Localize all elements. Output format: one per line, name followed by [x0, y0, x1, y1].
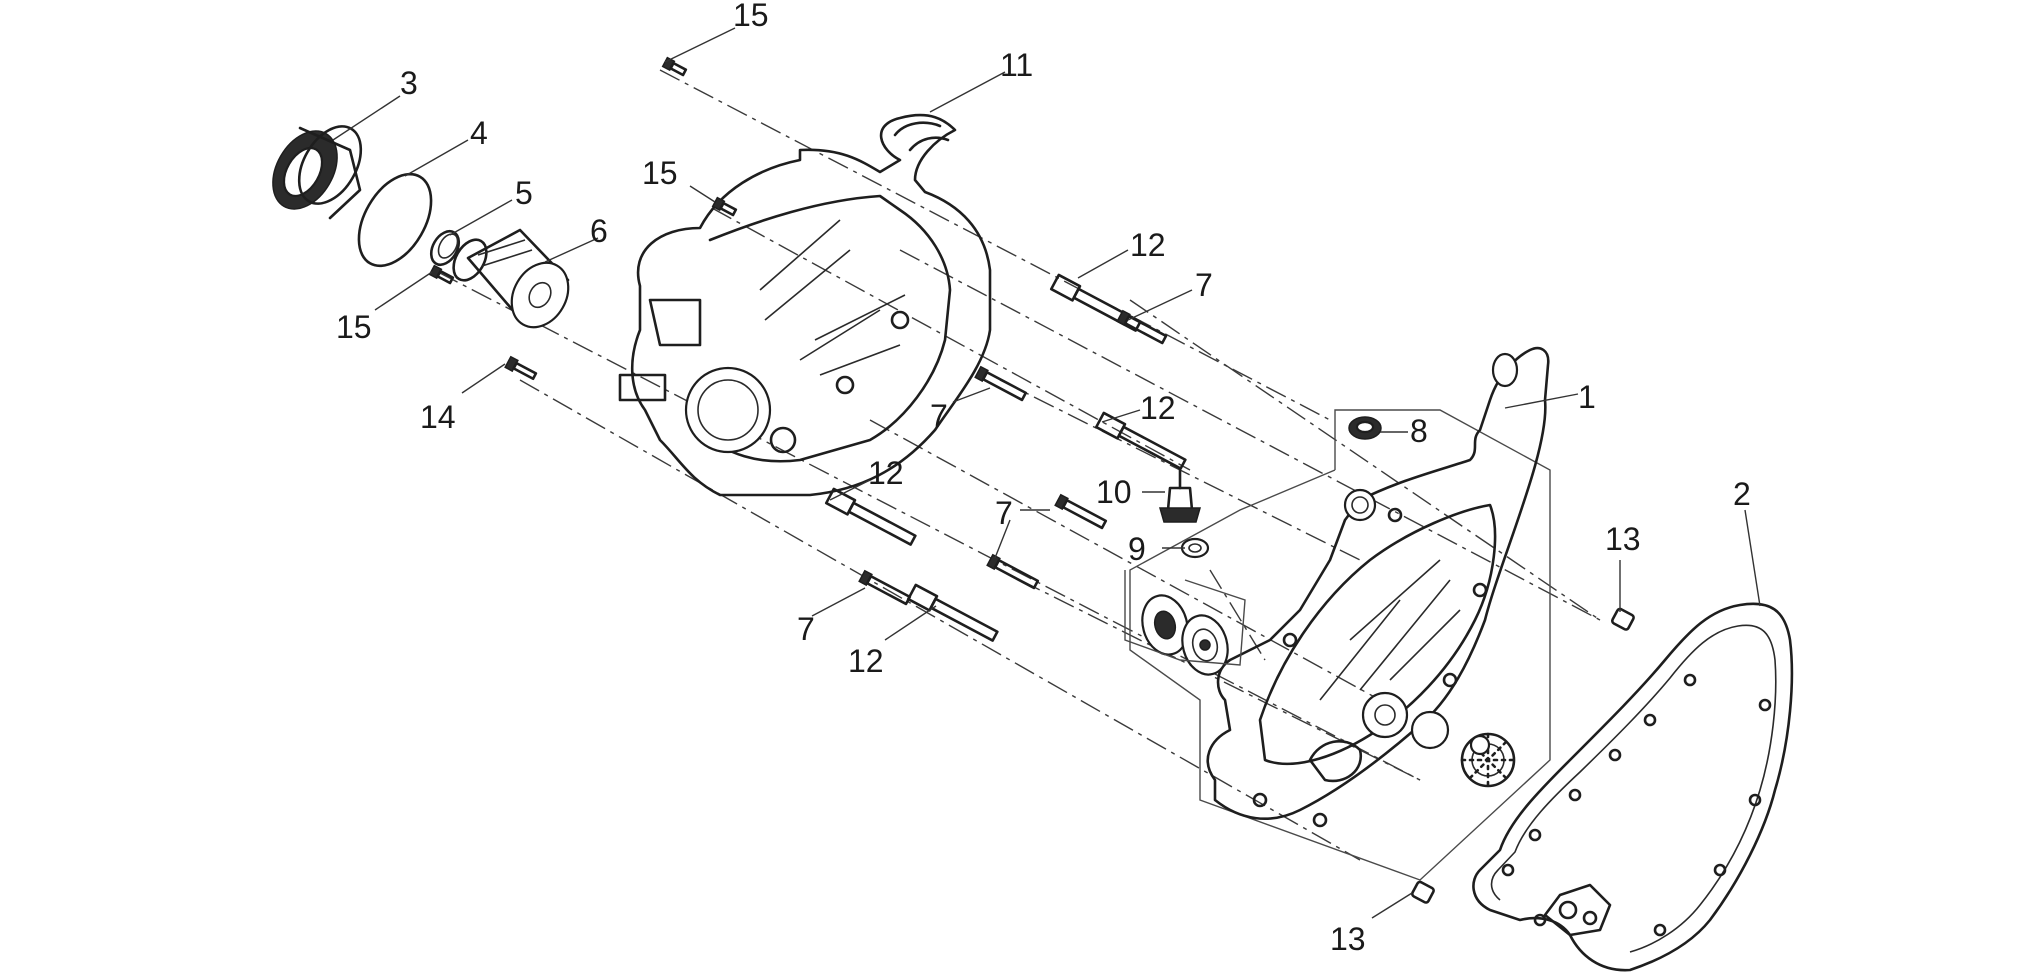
part-filter-cartridge [452, 228, 570, 329]
callout-leaders [332, 27, 1761, 919]
callout-2: 2 [1733, 476, 1751, 512]
callout-15-top: 15 [733, 0, 769, 33]
callout-labels: 1 2 3 4 5 6 7 7 7 7 8 9 10 11 12 12 12 1… [336, 0, 1751, 957]
part-o-ring [357, 172, 433, 268]
callout-7-center: 7 [995, 495, 1013, 531]
callout-15-middle: 15 [642, 155, 678, 191]
callout-7-top-right: 7 [1195, 267, 1213, 303]
part-seal-cap [272, 125, 363, 220]
callout-15-lower: 15 [336, 309, 372, 345]
part-seal-washer [1348, 416, 1382, 440]
callout-6: 6 [590, 213, 608, 249]
callout-7-lower: 7 [797, 611, 815, 647]
callout-5: 5 [515, 175, 533, 211]
callout-7-middle: 7 [930, 398, 948, 434]
part-outer-cover [618, 113, 992, 497]
part-gasket [1472, 602, 1794, 972]
callout-3: 3 [400, 65, 418, 101]
part-impeller-right [1181, 614, 1229, 676]
part-small-ring [429, 229, 461, 267]
part-washer [1180, 537, 1210, 559]
callout-13-lower: 13 [1330, 921, 1366, 957]
callout-12-left: 12 [868, 455, 904, 491]
kit-outline-box [1129, 409, 1551, 881]
callout-8: 8 [1410, 413, 1428, 449]
callout-9: 9 [1128, 531, 1146, 567]
impeller-bracket-box [1124, 570, 1246, 666]
callout-1: 1 [1578, 379, 1596, 415]
callout-10: 10 [1096, 474, 1132, 510]
part-bleed-screw [1159, 468, 1201, 523]
callout-13-upper: 13 [1605, 521, 1641, 557]
part-impeller-left [1141, 594, 1189, 656]
part-inner-cover [1206, 346, 1550, 828]
callout-12-top: 12 [1130, 227, 1166, 263]
callout-11: 11 [1000, 47, 1033, 83]
fasteners [428, 56, 1635, 904]
callout-12-lower: 12 [848, 643, 884, 679]
callout-14: 14 [420, 399, 456, 435]
callout-4: 4 [470, 115, 488, 151]
callout-12-middle: 12 [1140, 390, 1176, 426]
